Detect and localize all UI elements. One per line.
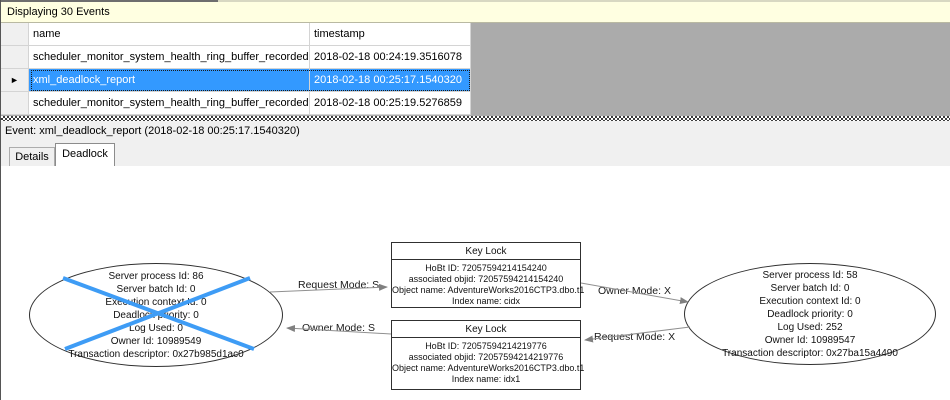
- resource-title: Key Lock: [392, 243, 580, 260]
- resource-line: associated objid: 72057594214154240: [408, 274, 564, 284]
- event-timestamp-cell[interactable]: 2018-02-18 00:25:19.5276859: [310, 92, 471, 115]
- horizontal-splitter[interactable]: [1, 116, 950, 121]
- process-line: Server process Id: 58: [762, 269, 858, 281]
- resource-line: Object name: AdventureWorks2016CTP3.dbo.…: [392, 285, 585, 295]
- edge-label-owner-mode-x: Owner Mode: X: [598, 285, 671, 297]
- tab-deadlock[interactable]: Deadlock: [55, 143, 115, 166]
- event-name-cell[interactable]: xml_deadlock_report: [29, 69, 310, 92]
- current-row-arrow-icon[interactable]: ►: [1, 69, 29, 92]
- process-line: Deadlock priority: 0: [113, 309, 199, 321]
- table-row-selected[interactable]: ► xml_deadlock_report 2018-02-18 00:25:1…: [1, 69, 471, 92]
- resource-node-key-lock-bottom: Key Lock HoBt ID: 72057594214219776 asso…: [391, 320, 585, 390]
- table-row[interactable]: scheduler_monitor_system_health_ring_buf…: [1, 92, 471, 115]
- window-top-border: [218, 0, 950, 2]
- edge-label-request-mode-s: Request Mode: S: [298, 279, 380, 291]
- row-header-cell[interactable]: [1, 92, 29, 115]
- table-row[interactable]: scheduler_monitor_system_health_ring_buf…: [1, 46, 471, 69]
- event-name-cell[interactable]: scheduler_monitor_system_health_ring_buf…: [29, 46, 310, 69]
- column-header-timestamp[interactable]: timestamp: [310, 23, 471, 46]
- process-line: Execution context Id: 0: [105, 296, 207, 308]
- event-timestamp-cell[interactable]: 2018-02-18 00:25:17.1540320: [310, 69, 471, 92]
- resource-line: associated objid: 72057594214219776: [408, 352, 564, 362]
- edge-label-request-mode-x: Request Mode: X: [594, 331, 676, 343]
- process-line: Log Used: 0: [129, 322, 183, 334]
- process-line: Deadlock priority: 0: [767, 308, 853, 320]
- event-timestamp-cell[interactable]: 2018-02-18 00:24:19.3516078: [310, 46, 471, 69]
- process-line: Transaction descriptor: 0x27b985d1ac0: [68, 348, 244, 360]
- resource-title: Key Lock: [392, 321, 580, 338]
- resource-line: Index name: idx1: [451, 374, 521, 384]
- displaying-events-bar: Displaying 30 Events: [1, 2, 950, 23]
- deadlock-graph-pane: Server process Id: 86 Server batch Id: 0…: [1, 166, 950, 400]
- process-line: Server process Id: 86: [108, 270, 204, 282]
- resource-line: Index name: cidx: [451, 296, 521, 306]
- event-header-label: Event: xml_deadlock_report (2018-02-18 0…: [1, 121, 950, 142]
- events-grid: name timestamp scheduler_monitor_system_…: [1, 23, 950, 116]
- column-header-name[interactable]: name: [29, 23, 310, 46]
- process-node-victim: Server process Id: 86 Server batch Id: 0…: [29, 263, 283, 367]
- process-line: Log Used: 252: [777, 321, 843, 333]
- process-line: Owner Id: 10989549: [110, 335, 202, 347]
- process-line: Transaction descriptor: 0x27ba15a4490: [722, 347, 898, 359]
- details-tabstrip: Details Deadlock: [1, 142, 950, 166]
- row-header-corner: [1, 23, 29, 46]
- tab-details[interactable]: Details: [9, 147, 55, 166]
- edge-label-owner-mode-s: Owner Mode: S: [302, 322, 375, 334]
- grid-header-row: name timestamp: [1, 23, 471, 46]
- resource-node-key-lock-top: Key Lock HoBt ID: 72057594214154240 asso…: [391, 242, 585, 308]
- resource-line: Object name: AdventureWorks2016CTP3.dbo.…: [392, 363, 585, 373]
- row-header-cell[interactable]: [1, 46, 29, 69]
- resource-line: HoBt ID: 72057594214154240: [425, 263, 547, 273]
- process-line: Execution context Id: 0: [759, 295, 861, 307]
- process-line: Server batch Id: 0: [770, 282, 850, 294]
- resource-line: HoBt ID: 72057594214219776: [425, 341, 547, 351]
- event-name-cell[interactable]: scheduler_monitor_system_health_ring_buf…: [29, 92, 310, 115]
- process-line: Server batch Id: 0: [116, 283, 196, 295]
- process-line: Owner Id: 10989547: [764, 334, 856, 346]
- process-node-winner: Server process Id: 58 Server batch Id: 0…: [684, 263, 936, 365]
- window-top-strip: [1, 0, 218, 2]
